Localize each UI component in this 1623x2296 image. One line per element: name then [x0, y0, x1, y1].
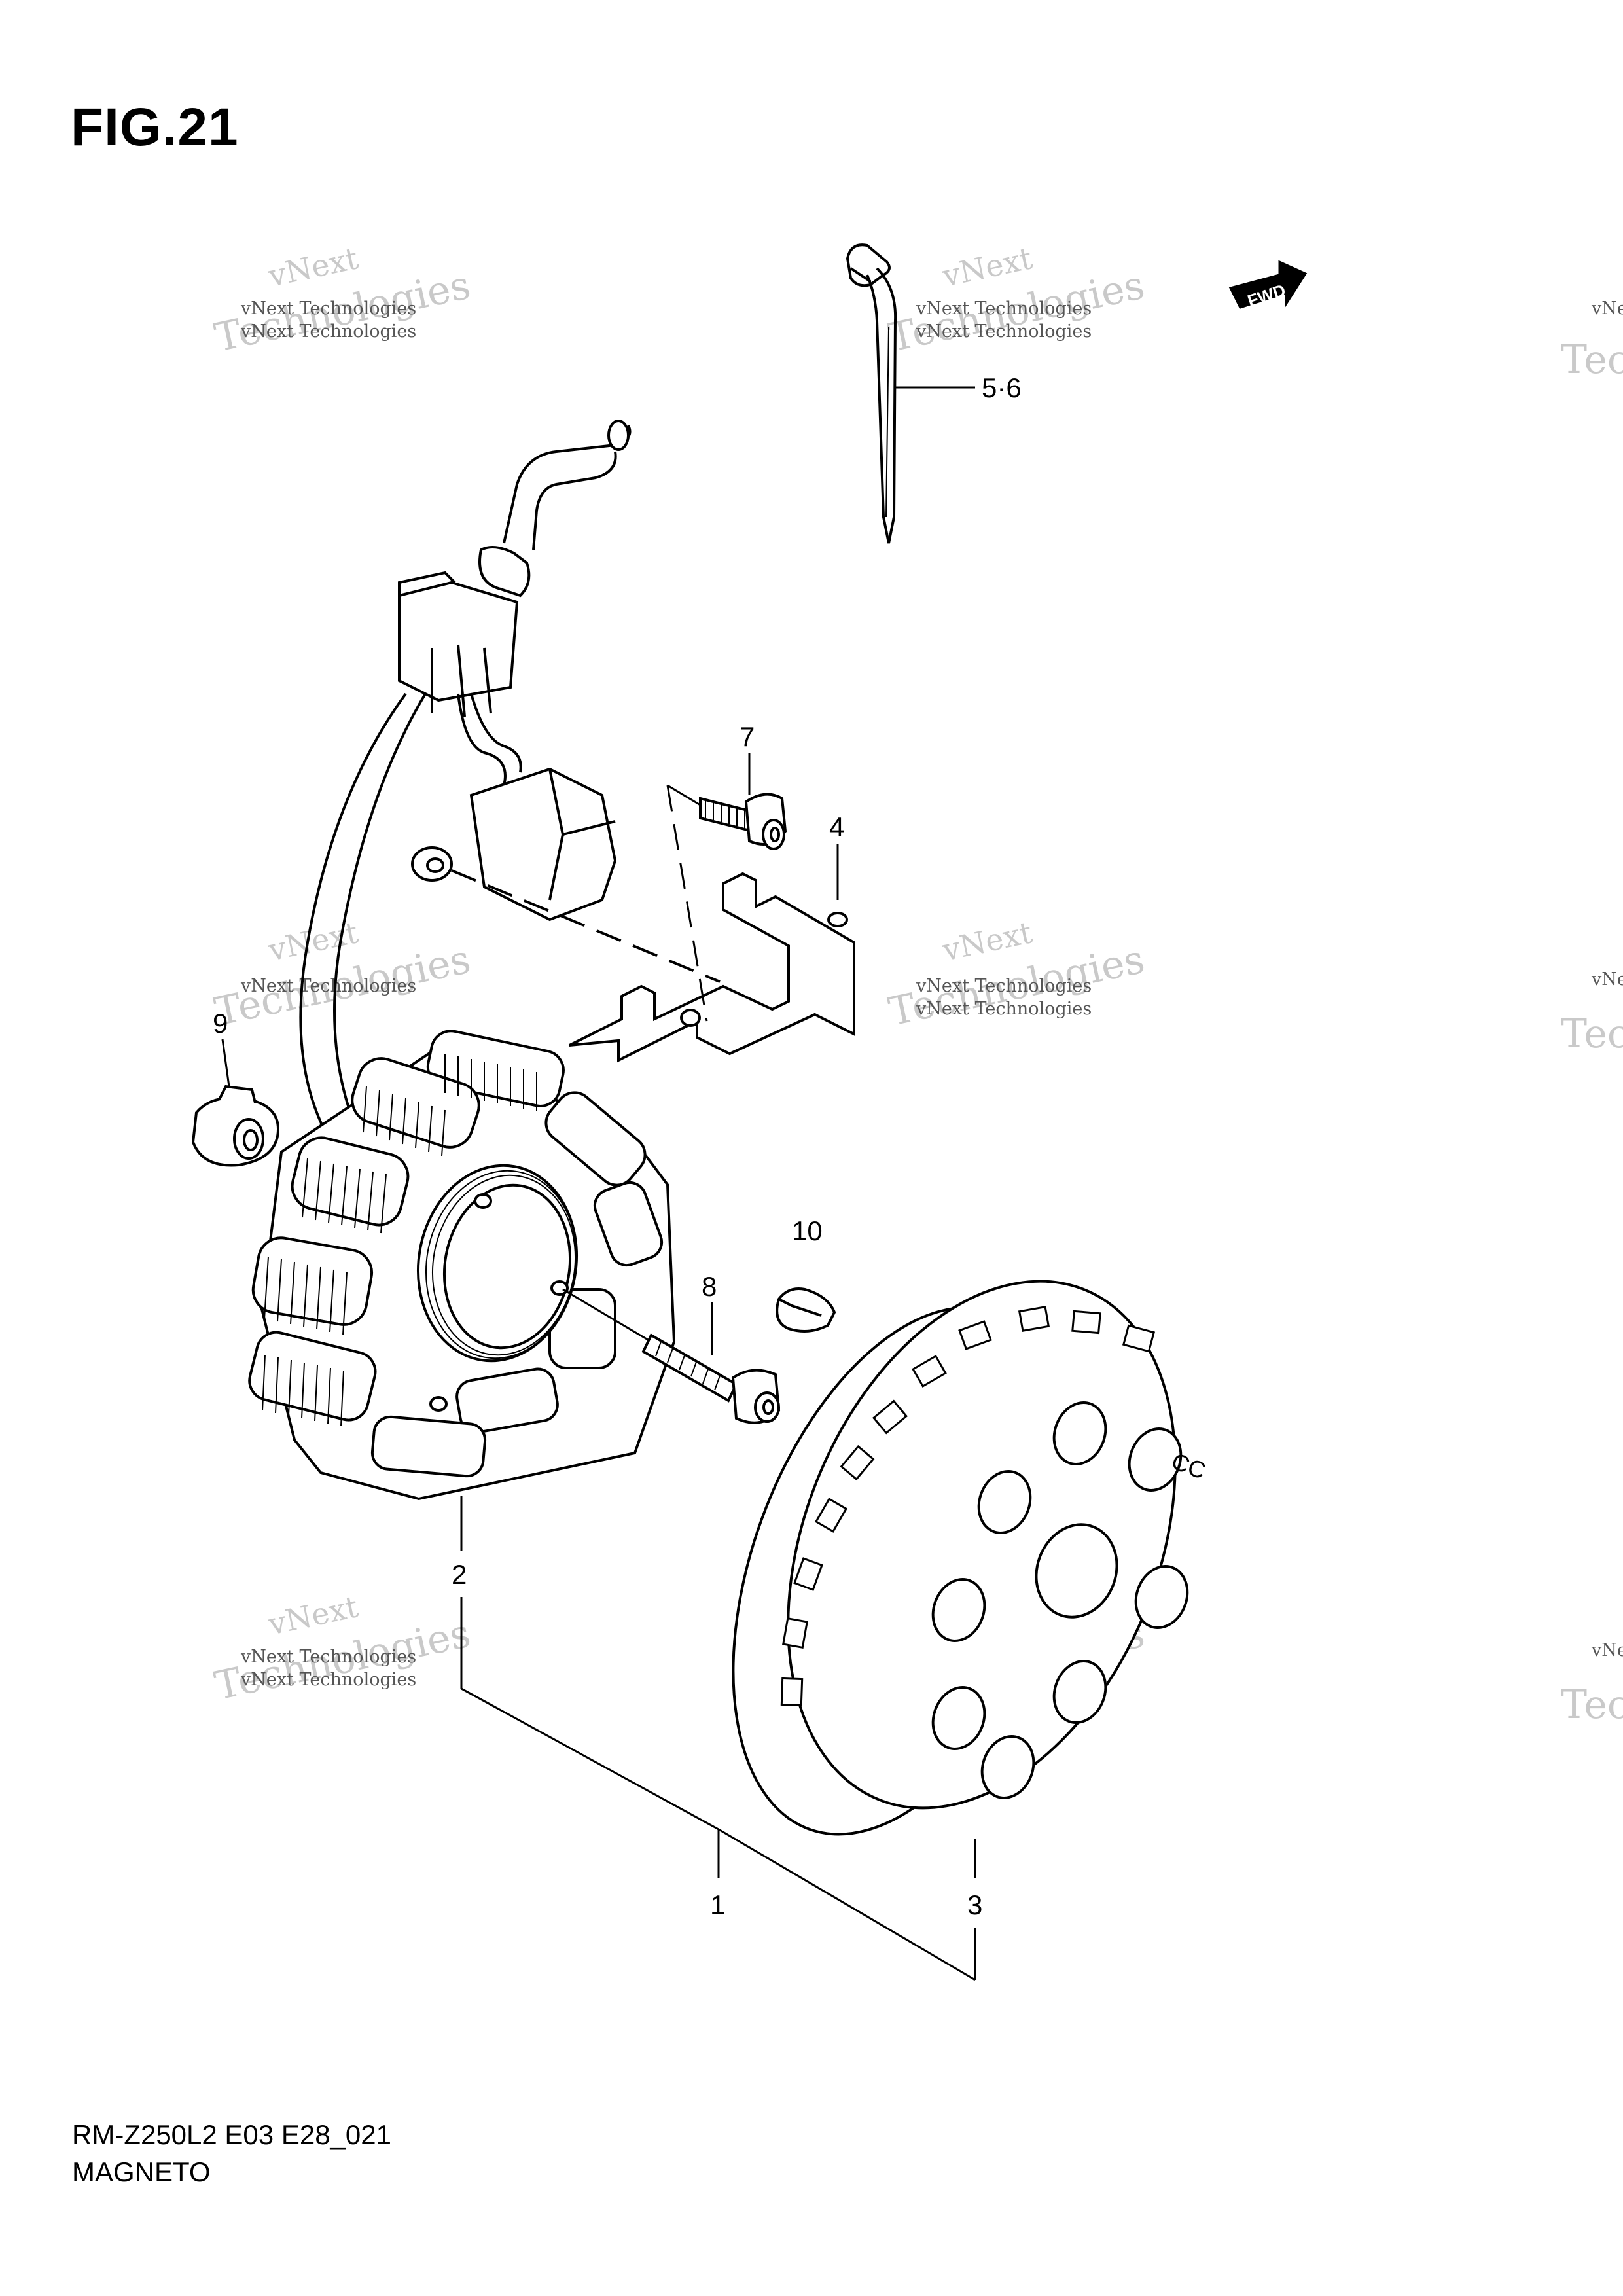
svg-text:vNext: vNext	[939, 240, 1036, 294]
watermark-text-5: vNext Technologies	[240, 1647, 416, 1667]
part-key-10	[776, 1287, 836, 1333]
svg-text:Technologies: Technologies	[1561, 337, 1623, 383]
svg-text:vNext Technologies: vNext Technologies	[916, 321, 1092, 342]
svg-text:vNext Technologies: vNext Technologies	[240, 1670, 416, 1690]
svg-text:3: 3	[967, 1890, 982, 1920]
svg-text:vNext: vNext	[939, 914, 1036, 968]
watermark-text-2: vNext Technologies	[916, 298, 1092, 319]
callout-1: 1	[710, 1890, 725, 1920]
svg-text:vNext: vNext	[265, 914, 362, 968]
svg-text:vNext: vNext	[1591, 298, 1623, 319]
callout-7: 7	[740, 721, 755, 795]
part-wiring-harness	[299, 420, 721, 1153]
callout-2: 2	[452, 1496, 467, 1689]
watermark-text-4: vNext Technologies	[916, 976, 1092, 996]
part-bracket-4	[569, 872, 855, 1063]
part-rotor-3: CC	[732, 1280, 1209, 1836]
svg-text:vNext: vNext	[265, 1588, 362, 1642]
svg-text:1: 1	[710, 1890, 725, 1920]
guide-line-7-top	[667, 784, 701, 806]
watermark-7-edge: vNext Technologies vNext Technologies vN…	[1561, 298, 1623, 1728]
svg-text:Technologies: Technologies	[1561, 1682, 1623, 1728]
part-grommet-9	[191, 1085, 280, 1167]
part-stator-2	[248, 1030, 676, 1501]
callout-1-bracket	[461, 1687, 976, 1981]
watermark-text-3: vNext Technologies	[240, 976, 416, 996]
figure-title: FIG.21	[71, 98, 239, 157]
svg-text:vNext: vNext	[1591, 1640, 1623, 1660]
part-bolt-8	[562, 1288, 781, 1424]
svg-text:vNext Technologies: vNext Technologies	[240, 321, 416, 342]
callout-10: 10	[792, 1215, 823, 1246]
svg-text:vNext: vNext	[1591, 969, 1623, 990]
part-cable-tie	[846, 243, 897, 544]
svg-text:5·6: 5·6	[982, 372, 1022, 403]
svg-text:7: 7	[740, 721, 755, 752]
part-bolt-7	[699, 793, 787, 850]
guide-line-7-to-bracket	[666, 785, 708, 1022]
diagram-name: MAGNETO	[72, 2157, 211, 2187]
svg-text:Technologies: Technologies	[1561, 1011, 1623, 1057]
svg-text:4: 4	[829, 812, 844, 842]
svg-text:vNext: vNext	[265, 240, 362, 294]
callout-9: 9	[213, 1008, 230, 1087]
svg-text:vNext Technologies: vNext Technologies	[916, 999, 1092, 1019]
callout-3: 3	[967, 1839, 982, 1980]
svg-text:8: 8	[702, 1271, 717, 1302]
diagram-code: RM-Z250L2 E03 E28_021	[72, 2119, 391, 2150]
callout-4: 4	[829, 812, 844, 900]
callout-8: 8	[702, 1271, 717, 1355]
callout-5-6: 5·6	[895, 372, 1022, 403]
svg-text:10: 10	[792, 1215, 823, 1246]
svg-text:2: 2	[452, 1559, 467, 1590]
svg-text:9: 9	[213, 1008, 228, 1039]
fwd-arrow-icon: FWD	[1228, 260, 1308, 311]
watermark-text-1: vNext Technologies	[240, 298, 416, 319]
